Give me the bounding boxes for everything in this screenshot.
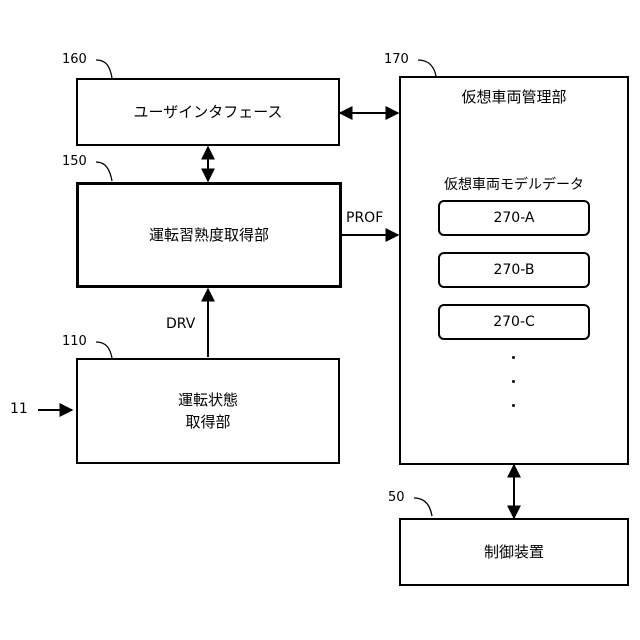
model-270-a: 270-A xyxy=(438,200,590,236)
virtual-vehicle-manager-label: 仮想車両管理部 xyxy=(399,86,629,107)
ellipsis-dot xyxy=(512,356,515,359)
leader-150 xyxy=(96,162,112,181)
user-interface-label: ユーザインタフェース xyxy=(134,101,283,123)
ellipsis-dot xyxy=(512,404,515,407)
ref-110: 110 xyxy=(62,334,87,349)
skill-acquisition-box: 運転習熟度取得部 xyxy=(76,182,342,288)
leader-160 xyxy=(96,60,112,78)
driving-state-label-line1: 運転状態 xyxy=(178,389,238,411)
ref-50: 50 xyxy=(388,490,405,505)
ref-170: 170 xyxy=(384,52,409,67)
driving-state-label-line2: 取得部 xyxy=(185,411,230,433)
model-270-c: 270-C xyxy=(438,304,590,340)
leader-110 xyxy=(96,342,112,358)
ref-160: 160 xyxy=(62,52,87,67)
control-device-box: 制御装置 xyxy=(399,518,629,586)
leader-170 xyxy=(418,60,436,76)
ref-150: 150 xyxy=(62,154,87,169)
ellipsis-dot xyxy=(512,380,515,383)
drv-signal-label: DRV xyxy=(166,316,195,332)
control-device-label: 制御装置 xyxy=(484,541,544,563)
driving-state-box: 運転状態 取得部 xyxy=(76,358,340,464)
user-interface-box: ユーザインタフェース xyxy=(76,78,340,146)
skill-acquisition-label: 運転習熟度取得部 xyxy=(149,224,269,246)
prof-signal-label: PROF xyxy=(346,210,383,226)
virtual-vehicle-model-data-label: 仮想車両モデルデータ xyxy=(399,174,629,194)
model-270-b: 270-B xyxy=(438,252,590,288)
input-ref-11: 11 xyxy=(10,401,28,417)
leader-50 xyxy=(414,498,432,516)
